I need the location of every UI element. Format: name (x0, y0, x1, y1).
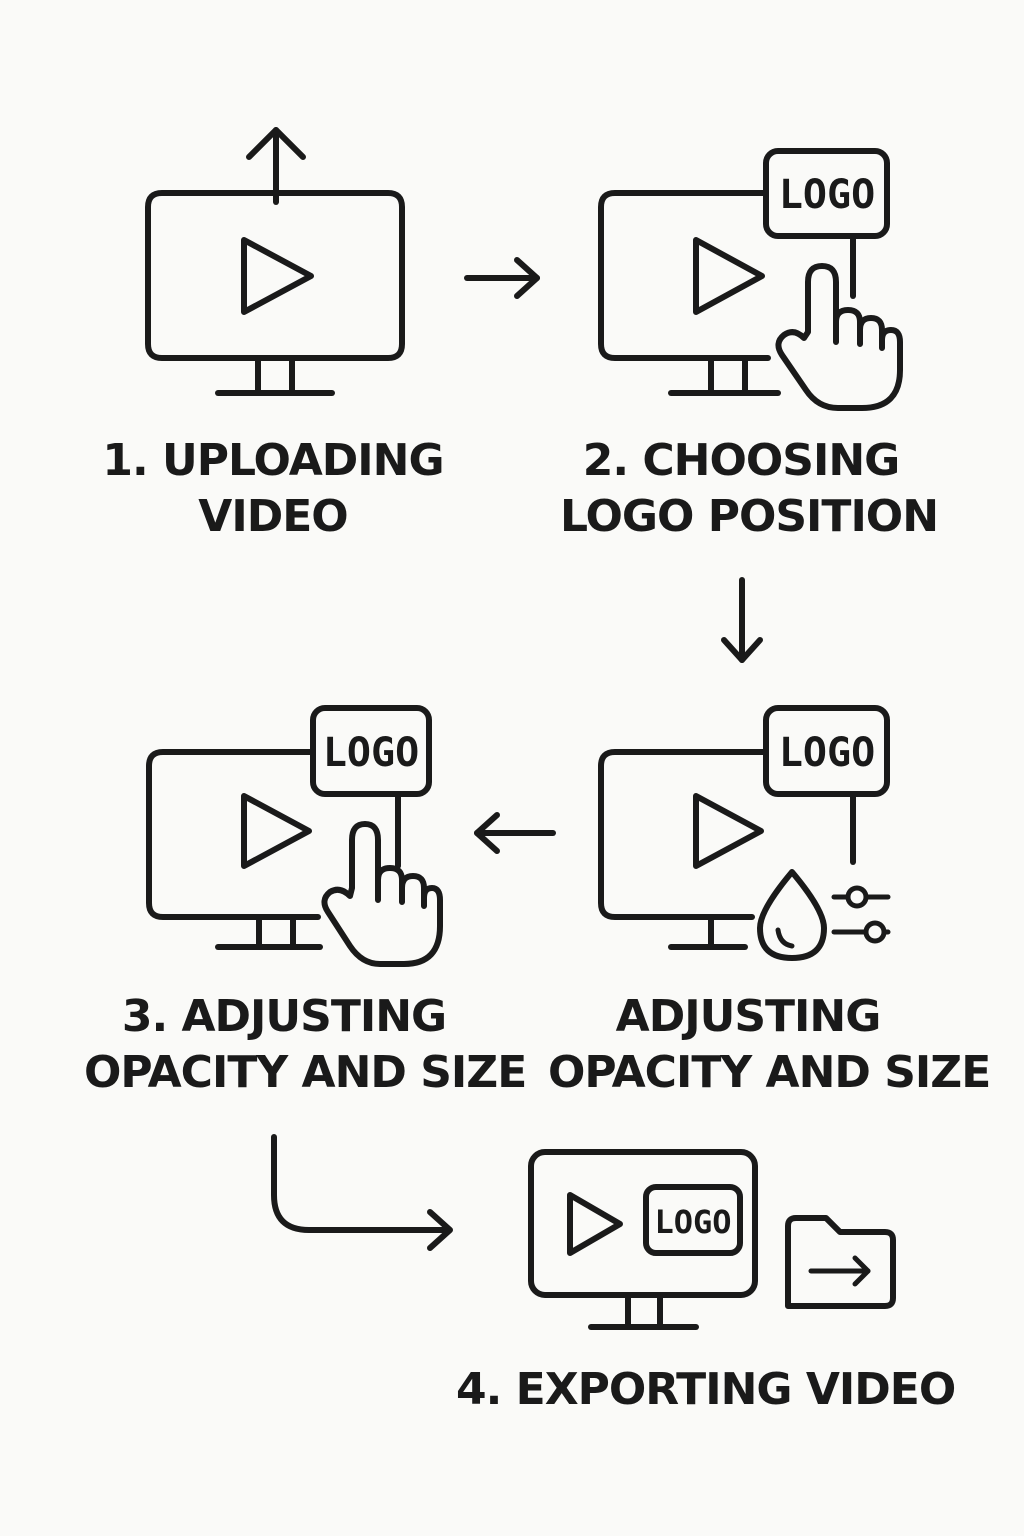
logo-badge-icon: LOGO (763, 705, 890, 865)
step-3b-illustration: LOGO (598, 705, 891, 961)
logo-badge-text: LOGO (654, 1203, 731, 1241)
play-icon (241, 793, 312, 869)
monitor-icon (146, 749, 323, 950)
step-3b-label-line-2: OPACITY AND SIZE (548, 1047, 991, 1098)
play-icon (693, 237, 765, 315)
step-3-label-line-2: OPACITY AND SIZE (84, 1047, 527, 1098)
logo-badge-text: LOGO (779, 730, 875, 776)
logo-badge-text: LOGO (779, 172, 875, 218)
logo-badge-icon: LOGO (643, 1184, 743, 1256)
logo-badge-icon: LOGO (763, 148, 890, 299)
step-4-illustration: LOGO (528, 1149, 896, 1330)
step-2-label-line-2: LOGO POSITION (560, 491, 939, 542)
monitor-icon (598, 749, 766, 950)
pointing-hand-icon (775, 263, 903, 411)
arrow-right-icon (464, 257, 540, 299)
arrow-left-icon (474, 812, 556, 854)
step-3-illustration: LOGO (146, 705, 443, 967)
monitor-icon (145, 190, 405, 396)
logo-badge-icon: LOGO (310, 705, 432, 869)
step-1-label: 1. UPLOADING VIDEO (92, 433, 454, 545)
step-1-label-line-2: VIDEO (198, 491, 348, 542)
monitor-icon (528, 1149, 758, 1330)
step-1-label-line-1: 1. UPLOADING (102, 435, 444, 486)
step-3b-label: ADJUSTING OPACITY AND SIZE (548, 989, 991, 1101)
step-3-label-line-1: 3. ADJUSTING (121, 991, 447, 1042)
step-4-label-line-1: 4. EXPORTING VIDEO (456, 1364, 956, 1415)
water-drop-icon (757, 869, 827, 961)
step-2-illustration: LOGO (598, 148, 903, 411)
monitor-icon (598, 190, 781, 396)
arrow-down-icon (721, 577, 763, 663)
play-icon (241, 237, 314, 315)
step-3b-label-line-1: ADJUSTING (615, 991, 882, 1042)
arrow-elbow-icon (271, 1134, 453, 1251)
play-icon (567, 1192, 623, 1256)
step-2-label: 2. CHOOSING LOGO POSITION (560, 433, 939, 545)
step-3-label: 3. ADJUSTING OPACITY AND SIZE (84, 989, 527, 1101)
sliders-icon (831, 885, 891, 944)
step-2-label-line-1: 2. CHOOSING (582, 435, 901, 486)
step-4-label: 4. EXPORTING VIDEO (456, 1362, 956, 1418)
upload-arrow-icon (246, 127, 306, 205)
step-1-illustration (145, 127, 405, 396)
play-icon (693, 793, 764, 869)
pointing-hand-icon (321, 821, 443, 967)
folder-export-icon (785, 1215, 896, 1309)
logo-badge-text: LOGO (323, 730, 419, 776)
